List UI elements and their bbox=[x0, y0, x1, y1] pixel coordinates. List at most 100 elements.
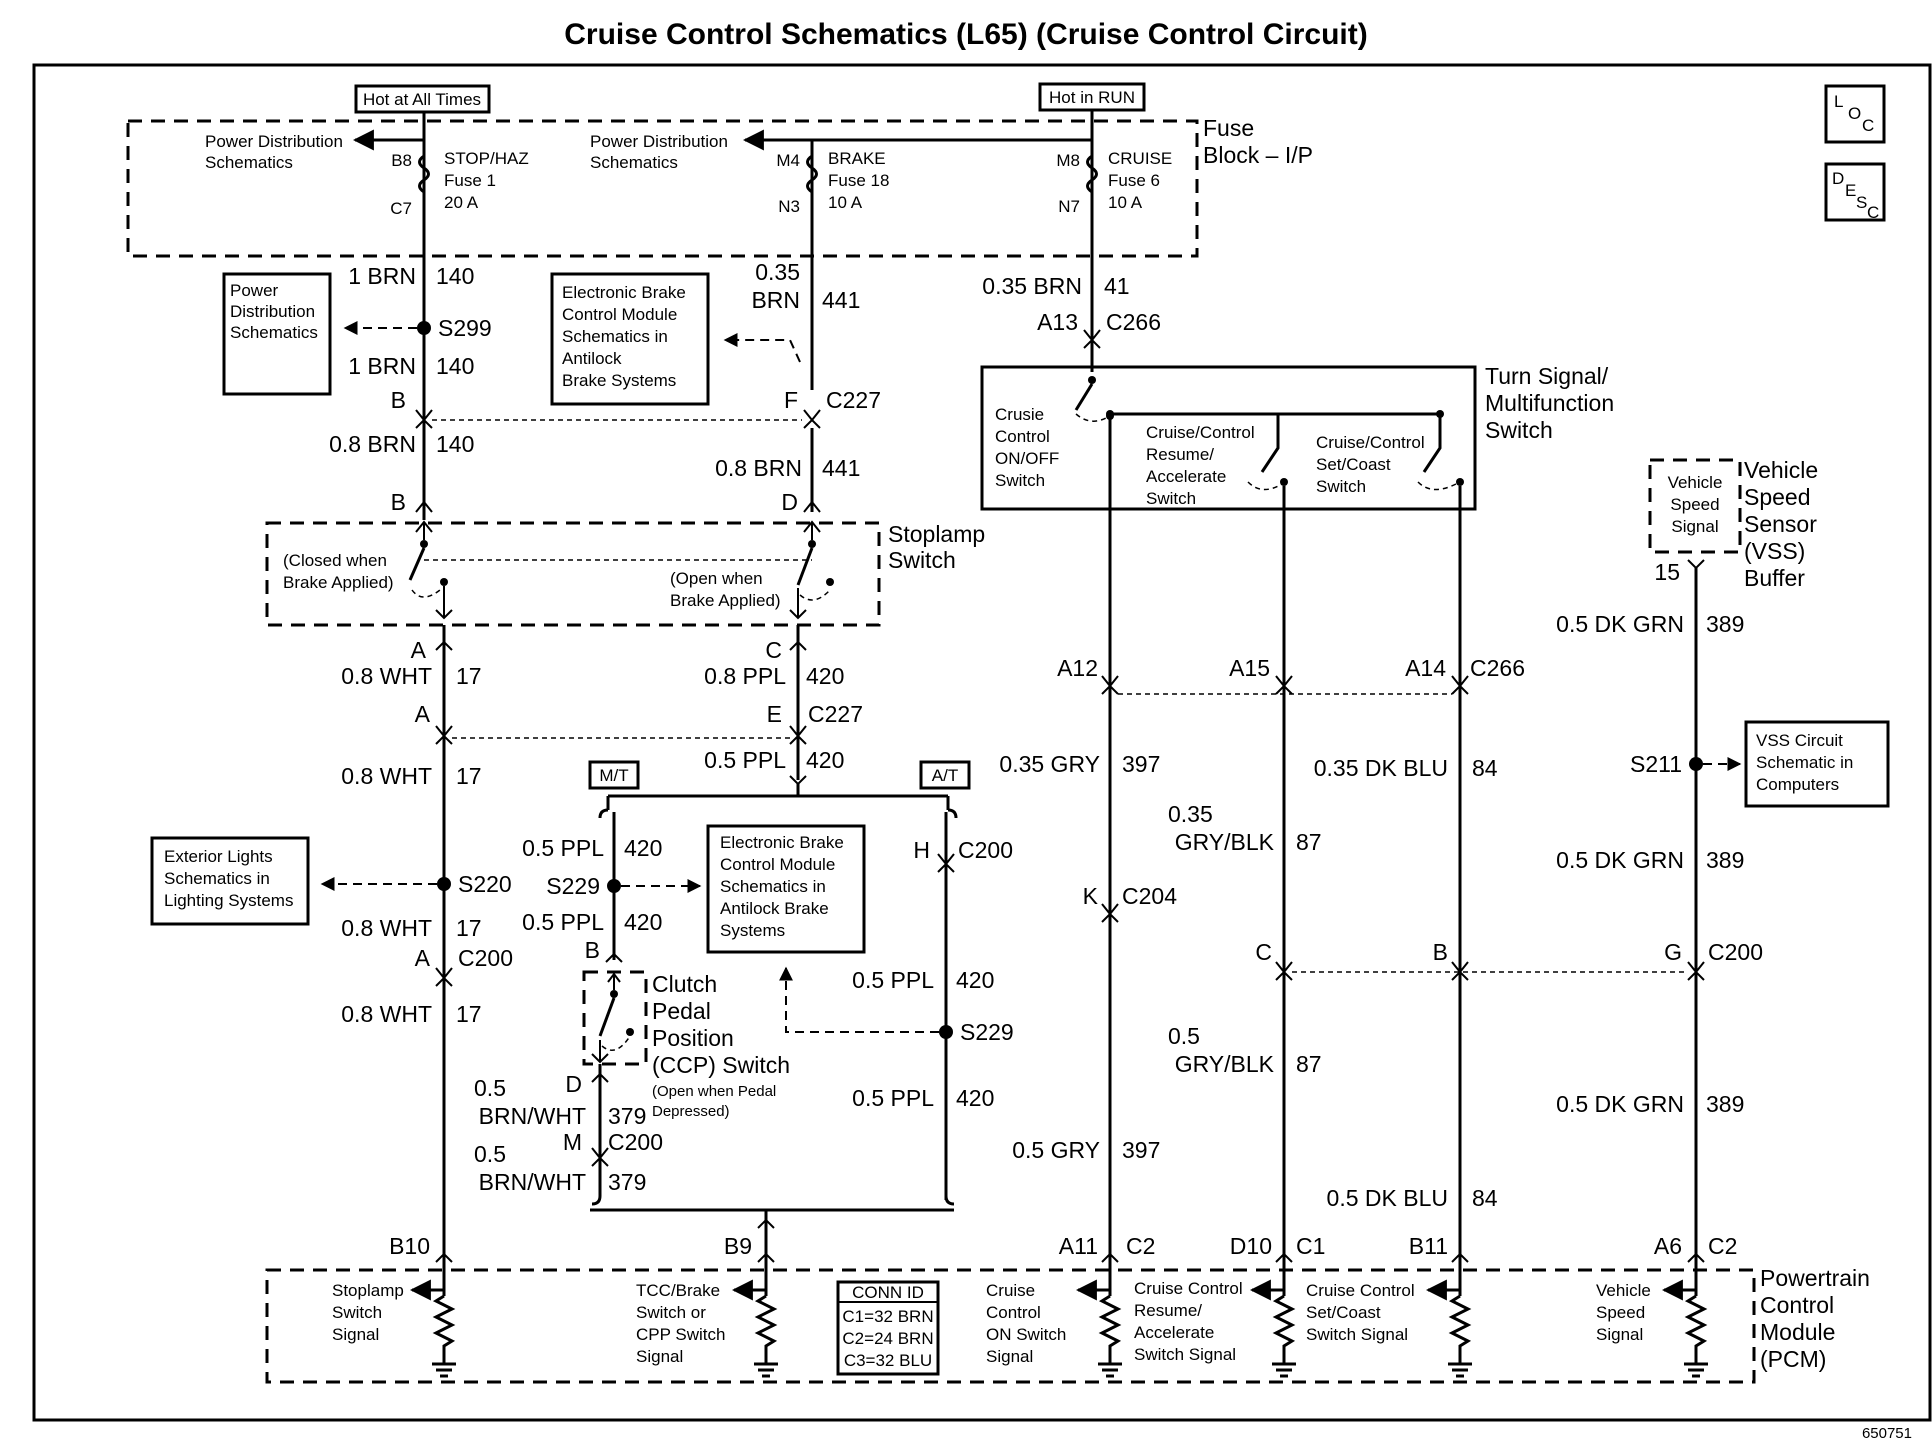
splice-s299-label: S299 bbox=[438, 315, 492, 341]
wire-035brn-41: 0.35 BRN bbox=[982, 273, 1082, 299]
svg-text:VSS Circuit: VSS Circuit bbox=[1756, 731, 1843, 750]
pin-b-ccp: B bbox=[585, 937, 600, 963]
vss-buffer-name-5: Buffer bbox=[1744, 565, 1805, 591]
svg-text:Schematic in: Schematic in bbox=[1756, 753, 1853, 772]
pcm-sig2-3: CPP Switch bbox=[636, 1325, 725, 1344]
vss-buffer-name-3: Sensor bbox=[1744, 511, 1817, 537]
pd-label-2b: Schematics bbox=[590, 153, 678, 172]
loc-icon[interactable]: LOC bbox=[1824, 84, 1886, 144]
vss-buffer-name: Vehicle bbox=[1744, 457, 1818, 483]
splice-s229-a-label: S229 bbox=[546, 873, 600, 899]
pin-h: H bbox=[913, 837, 930, 863]
wire-389-b: 389 bbox=[1706, 847, 1744, 873]
wire-420-f: 420 bbox=[956, 1085, 994, 1111]
wire-035dkblu: 0.35 DK BLU bbox=[1314, 755, 1448, 781]
svg-text:C3=32 BLU: C3=32 BLU bbox=[844, 1351, 932, 1370]
pin-b-c200: B bbox=[1433, 939, 1448, 965]
wire-08wht-c: 0.8 WHT bbox=[341, 915, 432, 941]
wire-87-a: 87 bbox=[1296, 829, 1322, 855]
ccp-switch-name-2: Pedal bbox=[652, 998, 711, 1024]
turn-signal-name-3: Switch bbox=[1485, 417, 1553, 443]
wire-05ppl-c: 0.5 PPL bbox=[522, 909, 604, 935]
pd-label-1b: Schematics bbox=[205, 153, 293, 172]
ebcm-box-2: Electronic Brake Control Module Schemati… bbox=[706, 824, 866, 954]
wire-08brn-441: 0.8 BRN bbox=[715, 455, 802, 481]
fuse2-out: N3 bbox=[778, 197, 800, 216]
pin-b11: B11 bbox=[1409, 1233, 1448, 1259]
conn-c227: C227 bbox=[826, 387, 881, 413]
pcm-sig3-2: Control bbox=[986, 1303, 1041, 1322]
resume-switch-label: Cruise/Control bbox=[1146, 423, 1255, 442]
pcm-input-b10 bbox=[412, 1252, 456, 1378]
svg-text:C: C bbox=[1867, 203, 1879, 222]
wire-41: 41 bbox=[1104, 273, 1130, 299]
onoff-switch-label-2: Control bbox=[995, 427, 1050, 446]
splice-s299 bbox=[417, 321, 431, 335]
wire-1brn-a: 1 BRN bbox=[348, 263, 416, 289]
wire-05ppl-b: 0.5 PPL bbox=[522, 835, 604, 861]
wire-379-b: 379 bbox=[608, 1169, 646, 1195]
fuse1-l1: STOP/HAZ bbox=[444, 149, 529, 168]
stoplamp-switch-border bbox=[265, 521, 881, 627]
setcoast-switch-label: Cruise/Control bbox=[1316, 433, 1425, 452]
wire-035-441: 0.35 bbox=[755, 259, 800, 285]
ccp-switch-name-4: (CCP) Switch bbox=[652, 1052, 790, 1078]
conn-id-table: CONN ID C1=32 BRN C2=24 BRN C3=32 BLU bbox=[836, 1280, 940, 1376]
pin-a-stoplamp: A bbox=[411, 637, 427, 663]
pcm-sig4-3: Accelerate bbox=[1134, 1323, 1214, 1342]
drawing-number: 650751 bbox=[1862, 1425, 1912, 1442]
pcm-input-a11 bbox=[1078, 1252, 1122, 1378]
fuse3-out: N7 bbox=[1058, 197, 1080, 216]
onoff-switch-label-4: Switch bbox=[995, 471, 1045, 490]
pin-a15: A15 bbox=[1229, 655, 1270, 681]
at-label: A/T bbox=[919, 760, 971, 790]
vss-buffer-name-4: (VSS) bbox=[1744, 538, 1805, 564]
stoplamp-switch-name-2: Switch bbox=[888, 547, 956, 573]
svg-text:Control Module: Control Module bbox=[720, 855, 835, 874]
wire-05ppl-e: 0.5 PPL bbox=[852, 1085, 934, 1111]
splice-s229-a bbox=[607, 879, 621, 893]
fuse3-l1: CRUISE bbox=[1108, 149, 1172, 168]
pcm-sig5-2: Set/Coast bbox=[1306, 1303, 1381, 1322]
page-title: Cruise Control Schematics (L65) (Cruise … bbox=[564, 18, 1367, 51]
pcm-sig4-2: Resume/ bbox=[1134, 1301, 1202, 1320]
splice-s220 bbox=[437, 877, 451, 891]
pin-d-ccp: D bbox=[565, 1071, 582, 1097]
pin-f: F bbox=[784, 387, 798, 413]
wire-08brn-140: 0.8 BRN bbox=[329, 431, 416, 457]
wire-84-b: 84 bbox=[1472, 1185, 1498, 1211]
svg-text:Systems: Systems bbox=[720, 921, 785, 940]
svg-text:Antilock Brake: Antilock Brake bbox=[720, 899, 829, 918]
stoplamp-closed-note: (Closed when bbox=[283, 551, 387, 570]
wire-379-a: 379 bbox=[608, 1103, 646, 1129]
wire-17-d: 17 bbox=[456, 1001, 482, 1027]
svg-text:Brake Systems: Brake Systems bbox=[562, 371, 676, 390]
pcm-sig1-2: Switch bbox=[332, 1303, 382, 1322]
stoplamp-open-note-2: Brake Applied) bbox=[670, 591, 781, 610]
wire-420-c: 420 bbox=[624, 835, 662, 861]
pd-box: Power Distribution Schematics bbox=[222, 272, 332, 396]
wire-420-e: 420 bbox=[956, 967, 994, 993]
hot-in-run-label: Hot in RUN bbox=[1038, 82, 1146, 112]
resume-switch-label-4: Switch bbox=[1146, 489, 1196, 508]
fuse1-in: B8 bbox=[391, 151, 412, 170]
pcm-sig2: TCC/Brake bbox=[636, 1281, 720, 1300]
ccp-switch-note-2: Depressed) bbox=[652, 1103, 730, 1120]
conn-c200-c: C200 bbox=[608, 1129, 663, 1155]
fuse3-in: M8 bbox=[1056, 151, 1080, 170]
svg-text:Antilock: Antilock bbox=[562, 349, 622, 368]
pin-c1: C1 bbox=[1296, 1233, 1325, 1259]
pcm-sig4-4: Switch Signal bbox=[1134, 1345, 1236, 1364]
pin-b10: B10 bbox=[389, 1233, 430, 1259]
exterior-lights-box: Exterior Lights Schematics in Lighting S… bbox=[150, 836, 310, 926]
conn-c200-a: C200 bbox=[458, 945, 513, 971]
svg-text:Schematics in: Schematics in bbox=[562, 327, 668, 346]
wire-389-a: 389 bbox=[1706, 611, 1744, 637]
pcm-input-a6 bbox=[1664, 1252, 1708, 1378]
pin-c2-b: C2 bbox=[1708, 1233, 1737, 1259]
vss-circuit-box: VSS Circuit Schematic in Computers bbox=[1744, 720, 1890, 808]
pcm-sig3-3: ON Switch bbox=[986, 1325, 1066, 1344]
wire-gryblk-87-a: GRY/BLK bbox=[1175, 829, 1275, 855]
onoff-switch-label-3: ON/OFF bbox=[995, 449, 1059, 468]
